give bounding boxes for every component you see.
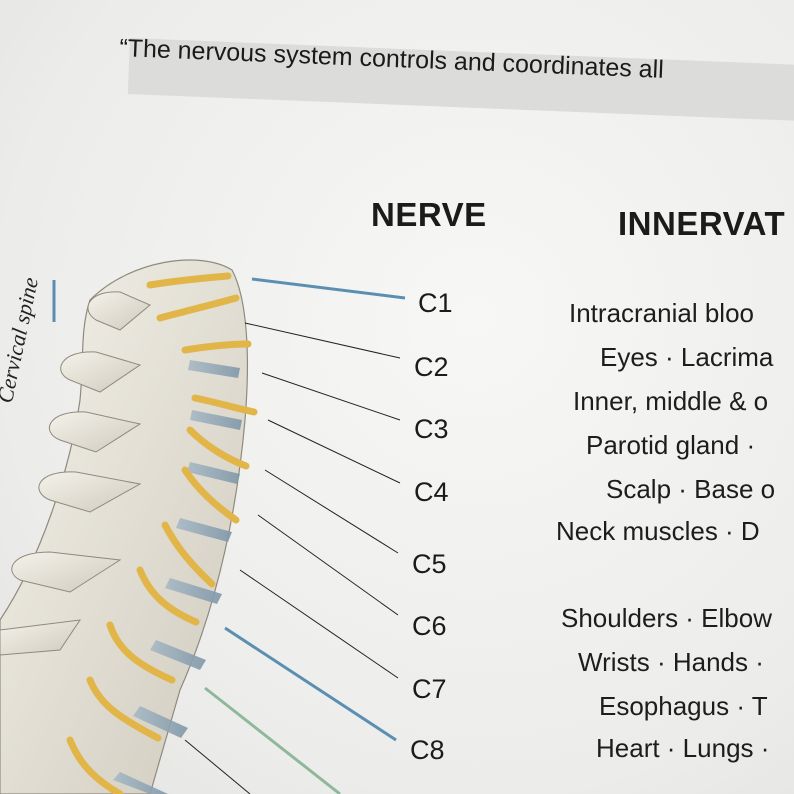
innervation-item: Eyes · Lacrima [600,342,774,372]
leader-line-c8 [224,626,397,742]
nerve-label-c4: C4 [414,477,449,507]
intervertebral-discs [113,360,242,794]
innervation-header: INNERVAT [618,205,786,242]
nerve-label-c7: C7 [412,674,447,704]
nerve-label-c5: C5 [412,549,447,579]
spinous-processes [0,291,151,656]
nerve-label-c3: C3 [414,414,449,444]
leader-line-c4 [267,419,401,484]
leader-line-thoracic-0 [204,686,341,794]
innervation-item: Parotid gland · [586,430,756,460]
nerve-header: NERVE [371,196,487,233]
leader-line-c6 [257,514,399,616]
leader-line-c2 [244,322,401,359]
innervation-item: Esophagus · T [599,691,768,721]
leader-line-c3 [261,372,401,421]
leader-line-c5 [264,469,399,554]
innervation-item: Neck muscles · D [556,516,760,546]
leader-line-c1 [251,277,406,300]
nerve-label-c8: C8 [410,735,445,765]
innervation-item: Heart · Lungs · [596,733,770,763]
nerve-label-c2: C2 [414,352,449,382]
nerve-roots [66,272,258,794]
nerve-label-c1: C1 [418,288,453,318]
leader-line-thoracic-1 [184,739,251,794]
leader-line-c7 [239,569,399,679]
innervation-item: Intracranial bloo [569,298,754,328]
innervation-item: Scalp · Base o [606,474,776,504]
leader-lines [184,277,406,794]
innervation-item: Wrists · Hands · [578,647,764,677]
innervation-item: Shoulders · Elbow [561,603,772,633]
innervation-item: Inner, middle & o [573,386,769,416]
nerve-label-c6: C6 [412,611,447,641]
